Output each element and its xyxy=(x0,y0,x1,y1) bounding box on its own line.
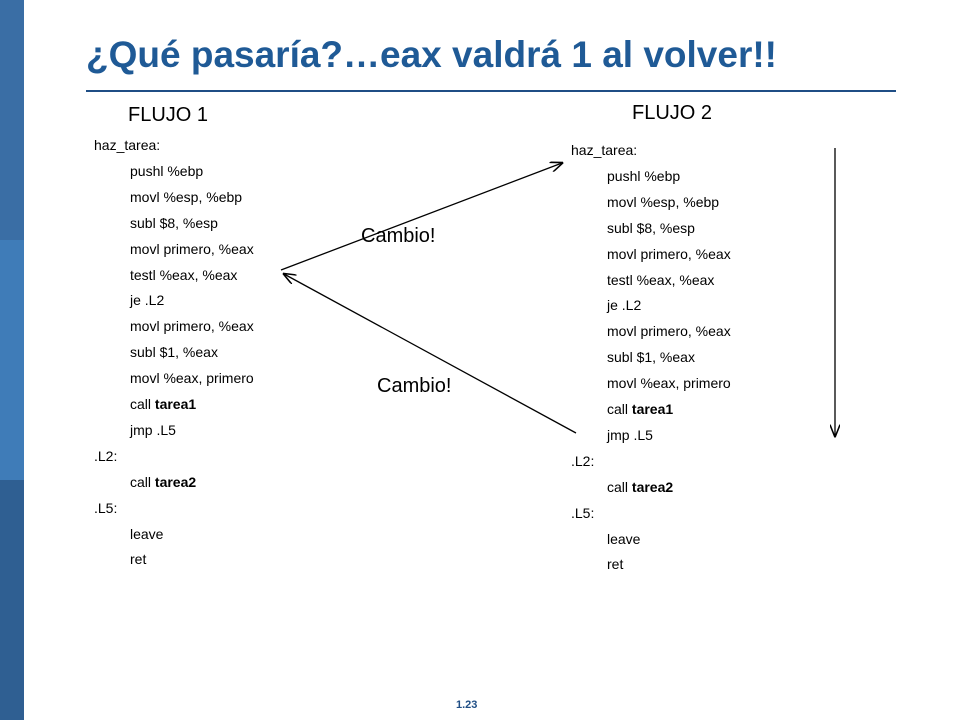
code-line: movl primero, %eax xyxy=(130,317,254,335)
code-instruction: movl %eax, primero xyxy=(607,375,731,392)
code-instruction: movl primero, %eax xyxy=(130,240,254,257)
arrow-flow1-to-flow2 xyxy=(280,163,562,271)
code-line: movl %esp, %ebp xyxy=(130,188,242,206)
code-line: subl $1, %eax xyxy=(130,343,218,361)
code-line: .L2: xyxy=(571,452,594,470)
code-line: movl primero, %eax xyxy=(607,245,731,263)
left-sidebar-bar xyxy=(0,0,24,720)
sidebar-segment-middle xyxy=(0,240,24,480)
code-instruction: movl %esp, %ebp xyxy=(607,193,720,210)
cambio-label-bottom: Cambio! xyxy=(377,375,452,397)
code-line: movl primero, %eax xyxy=(130,240,254,258)
code-line: call tarea2 xyxy=(607,478,673,496)
title-underline xyxy=(86,90,896,92)
code-line: subl $1, %eax xyxy=(607,348,695,366)
code-call-target: tarea2 xyxy=(154,473,197,490)
code-line: call tarea2 xyxy=(130,473,196,491)
code-instruction: call xyxy=(130,473,155,490)
code-instruction: ret xyxy=(607,556,624,573)
code-instruction: call xyxy=(607,478,632,495)
code-line: je .L2 xyxy=(607,296,641,314)
code-instruction: je .L2 xyxy=(607,297,642,314)
flow-2-title: FLUJO 2 xyxy=(632,102,713,124)
code-line: jmp .L5 xyxy=(130,421,176,439)
code-instruction: movl %esp, %ebp xyxy=(130,188,243,205)
code-line: movl primero, %eax xyxy=(607,322,731,340)
code-call-target: tarea1 xyxy=(154,396,197,412)
code-line: movl %eax, primero xyxy=(607,374,731,392)
code-line: .L5: xyxy=(94,499,117,517)
code-line: haz_tarea: xyxy=(94,136,160,154)
flow-1-title: FLUJO 1 xyxy=(128,104,209,126)
code-line: subl $8, %esp xyxy=(607,219,695,237)
arrow-flow2-to-flow1 xyxy=(284,274,577,434)
code-line: movl %eax, primero xyxy=(130,369,254,387)
code-instruction: je .L2 xyxy=(130,292,165,309)
code-instruction: .L5: xyxy=(571,504,595,521)
code-line: movl %esp, %ebp xyxy=(607,193,719,211)
code-line: .L5: xyxy=(571,504,594,522)
code-line: leave xyxy=(130,525,163,543)
code-line: pushl %ebp xyxy=(130,162,203,180)
code-instruction: .L2: xyxy=(571,452,595,469)
code-line: ret xyxy=(130,550,146,568)
slide-title: ¿Qué pasaría?…eax valdrá 1 al volver!! xyxy=(86,34,777,75)
code-line: call tarea1 xyxy=(607,400,673,418)
code-instruction: pushl %ebp xyxy=(607,167,681,184)
code-instruction: subl $8, %esp xyxy=(607,219,695,236)
code-instruction: haz_tarea: xyxy=(94,137,161,153)
code-instruction: testl %eax, %eax xyxy=(130,266,238,283)
code-instruction: subl $1, %eax xyxy=(130,344,218,361)
sidebar-segment-top xyxy=(0,0,24,240)
code-line: testl %eax, %eax xyxy=(607,271,714,289)
code-instruction: .L5: xyxy=(94,499,118,516)
code-instruction: leave xyxy=(607,530,641,547)
code-instruction: jmp .L5 xyxy=(130,421,176,438)
code-instruction: haz_tarea: xyxy=(571,142,638,158)
code-line: leave xyxy=(607,530,640,548)
code-line: haz_tarea: xyxy=(571,141,637,159)
code-instruction: call xyxy=(607,401,632,417)
code-instruction: movl primero, %eax xyxy=(130,318,254,335)
code-line: je .L2 xyxy=(130,291,164,309)
code-instruction: testl %eax, %eax xyxy=(607,271,715,288)
code-instruction: call xyxy=(130,396,155,412)
code-instruction: subl $8, %esp xyxy=(130,214,218,231)
code-instruction: .L2: xyxy=(94,447,118,464)
code-instruction: ret xyxy=(130,551,147,568)
code-instruction: movl primero, %eax xyxy=(607,323,731,340)
code-line: ret xyxy=(607,555,623,573)
code-line: jmp .L5 xyxy=(607,426,653,444)
code-line: .L2: xyxy=(94,447,117,465)
code-instruction: pushl %ebp xyxy=(130,162,204,179)
cambio-label-top: Cambio! xyxy=(361,225,436,247)
code-line: call tarea1 xyxy=(130,395,196,413)
code-line: pushl %ebp xyxy=(607,167,680,185)
code-instruction: movl primero, %eax xyxy=(607,245,731,262)
code-line: testl %eax, %eax xyxy=(130,266,237,284)
code-call-target: tarea1 xyxy=(631,401,674,417)
sidebar-segment-bottom xyxy=(0,480,24,720)
code-instruction: movl %eax, primero xyxy=(130,370,254,387)
code-instruction: jmp .L5 xyxy=(607,426,653,443)
code-call-target: tarea2 xyxy=(631,478,674,495)
code-instruction: subl $1, %eax xyxy=(607,349,695,366)
code-instruction: leave xyxy=(130,525,164,542)
page-number: 1.23 xyxy=(456,699,478,711)
code-line: subl $8, %esp xyxy=(130,214,218,232)
